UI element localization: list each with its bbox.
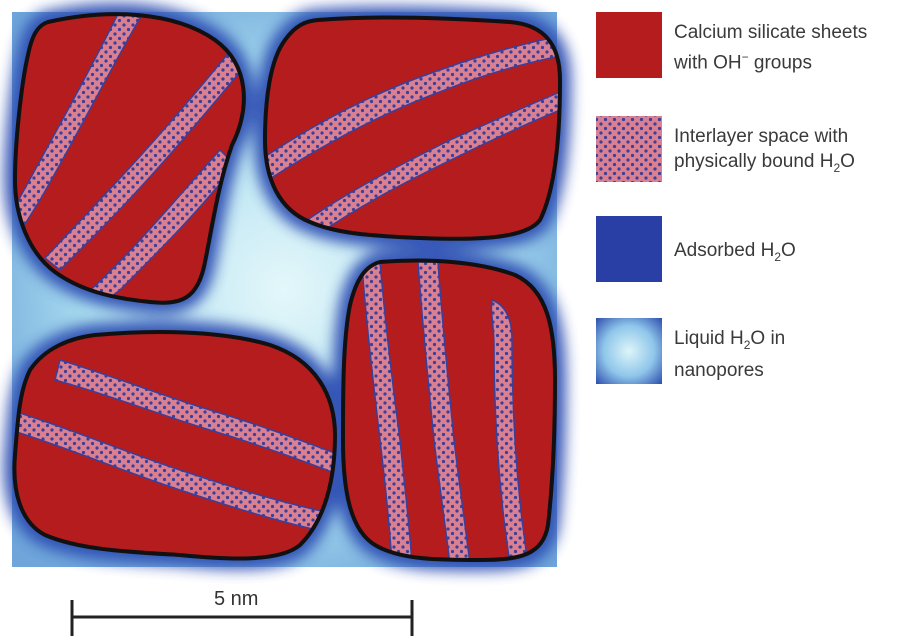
legend-liquid-line2: nanopores [674,358,785,383]
legend-item-adsorbed: Adsorbed H2O [596,232,896,312]
legend-item-interlayer: Interlayer space with physically bound H… [596,118,896,198]
legend-interlayer-line1: Interlayer space with [674,124,855,149]
legend-sheets-line2-pre: with OH [674,52,742,73]
legend-sheets-line1: Calcium silicate sheets [674,20,867,45]
particle-top-right [260,17,565,240]
particle-bottom-left [10,332,340,559]
particle-bottom-right [343,261,555,565]
scale-bar-label: 5 nm [214,588,258,611]
legend-item-sheets: Calcium silicate sheets with OH− groups [596,14,896,94]
legend-item-liquid: Liquid H2O in nanopores [596,320,896,400]
